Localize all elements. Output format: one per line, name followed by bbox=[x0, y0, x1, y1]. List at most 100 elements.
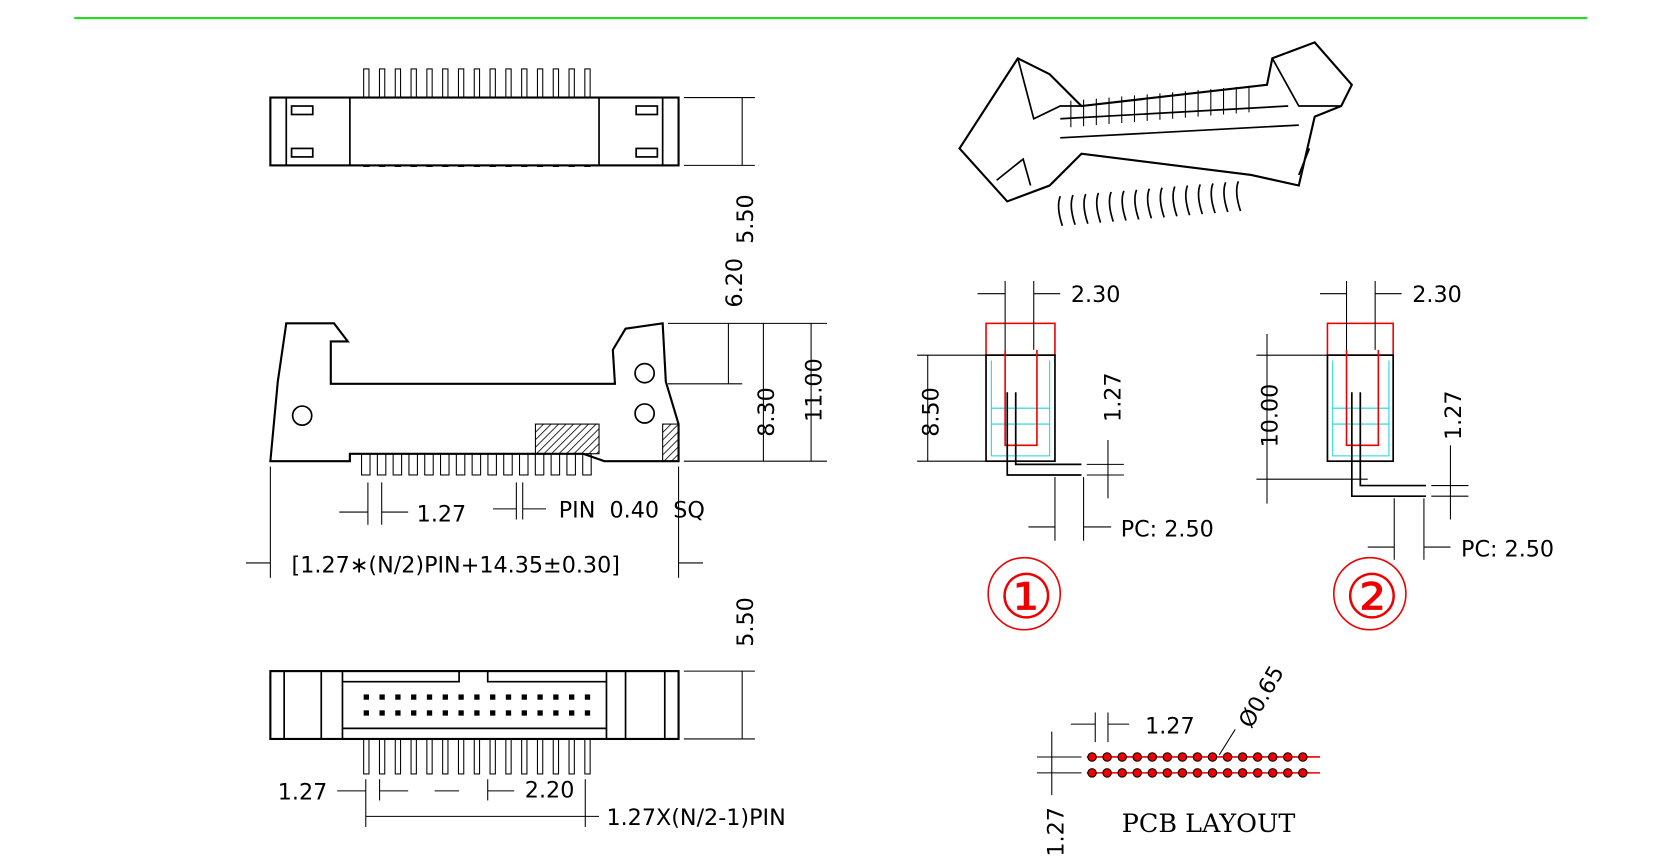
pcb-layout: 1.27 1.27 Ø0.65 PCB LAYOUT bbox=[1036, 661, 1321, 857]
iso-pin bbox=[1146, 188, 1153, 219]
pcb-pad bbox=[1283, 768, 1293, 778]
pcb-pad bbox=[1207, 752, 1218, 762]
side-view: 8.30 11.00 1.27 PIN 0.40 SQ [1.27∗(N/2)P… bbox=[245, 322, 828, 579]
pcb-pad bbox=[1102, 752, 1112, 762]
bottom-pin bbox=[489, 738, 496, 775]
pcb-pad bbox=[1147, 768, 1158, 778]
bottom-hole bbox=[490, 710, 496, 716]
side-pin bbox=[503, 453, 513, 476]
pcb-pad bbox=[1177, 768, 1188, 778]
bottom-pin bbox=[394, 738, 402, 775]
pcb-pitch-x: 1.27 bbox=[1145, 714, 1195, 740]
side-pins bbox=[361, 453, 592, 476]
iso-pin bbox=[1159, 187, 1165, 218]
pcb-pad bbox=[1117, 752, 1127, 762]
side-pin bbox=[518, 453, 529, 476]
bottom-hole bbox=[474, 710, 480, 716]
pcb-pad bbox=[1237, 768, 1248, 778]
bottom-hole bbox=[411, 710, 417, 716]
pcb-pad bbox=[1132, 768, 1143, 778]
pcb-pad bbox=[1177, 752, 1188, 762]
bottom-hole bbox=[395, 694, 401, 700]
detail-2: 2.30 10.00 1.27 PC: 2.50 ② bbox=[1256, 280, 1554, 632]
iso-pin bbox=[1083, 193, 1089, 224]
bottom-hole bbox=[474, 694, 480, 700]
bottom-hole bbox=[426, 694, 433, 700]
bottom-holes bbox=[363, 694, 591, 716]
bottom-hole bbox=[537, 710, 543, 716]
iso-pin bbox=[1235, 180, 1242, 212]
side-pin bbox=[487, 453, 497, 476]
bottom-hole bbox=[379, 694, 385, 700]
pcb-layout-title: PCB LAYOUT bbox=[1122, 808, 1296, 838]
pcb-pad bbox=[1267, 768, 1278, 778]
bottom-hole bbox=[521, 710, 527, 716]
bottom-hole bbox=[553, 694, 559, 700]
bottom-pin bbox=[568, 738, 575, 775]
side-pin bbox=[408, 453, 418, 476]
isometric-view bbox=[958, 41, 1354, 227]
d1-height: 8.50 bbox=[918, 387, 944, 437]
side-pin bbox=[376, 453, 387, 476]
dim-5-50-top: 5.50 bbox=[733, 194, 759, 244]
pcb-pad bbox=[1102, 768, 1112, 778]
iso-pin bbox=[1223, 182, 1229, 213]
pin-size-label: PIN 0.40 SQ bbox=[559, 497, 705, 523]
bottom-pin bbox=[457, 738, 465, 775]
pitch-1-27-side: 1.27 bbox=[417, 502, 467, 528]
pcb-pad bbox=[1147, 752, 1158, 762]
side-pin bbox=[471, 453, 482, 476]
pcb-pad bbox=[1252, 768, 1263, 778]
side-pin bbox=[550, 453, 561, 476]
pcb-hole-diameter: Ø0.65 bbox=[1234, 661, 1290, 732]
d2-pitch: 1.27 bbox=[1441, 390, 1467, 440]
side-pin bbox=[566, 453, 576, 476]
bottom-pin bbox=[378, 738, 386, 775]
pcb-pad bbox=[1192, 768, 1203, 778]
bottom-pin bbox=[536, 738, 544, 775]
side-pin bbox=[424, 453, 434, 476]
pitch-1-27-bottom: 1.27 bbox=[278, 779, 328, 805]
side-pin bbox=[392, 453, 403, 476]
iso-pin bbox=[1172, 186, 1178, 217]
bottom-view: 5.50 1.27 2.20 1.27X(N/2-1)PIN bbox=[269, 597, 786, 831]
bottom-hole bbox=[490, 694, 496, 700]
d1-pitch: 1.27 bbox=[1101, 372, 1127, 422]
bottom-hole bbox=[505, 694, 512, 700]
bottom-hole bbox=[584, 710, 591, 716]
pcb-pad bbox=[1162, 752, 1173, 762]
pcb-pad bbox=[1222, 752, 1233, 762]
dim-11-00: 11.00 bbox=[802, 358, 828, 422]
bottom-hole bbox=[458, 710, 464, 716]
bottom-hole bbox=[537, 694, 543, 700]
iso-pin bbox=[1108, 191, 1115, 222]
bottom-hole bbox=[363, 710, 369, 716]
side-pin bbox=[361, 453, 371, 476]
dim-5-50-bottom: 5.50 bbox=[733, 597, 759, 647]
d1-marker-digit: ① bbox=[999, 564, 1054, 632]
side-pin bbox=[455, 453, 466, 476]
dim-6-20: 6.20 bbox=[722, 258, 748, 308]
bottom-hole bbox=[426, 710, 433, 716]
bottom-pin bbox=[473, 738, 481, 775]
dim-8-30: 8.30 bbox=[754, 387, 780, 437]
bottom-hole bbox=[411, 694, 417, 700]
pcb-pad bbox=[1298, 752, 1308, 762]
bottom-hole bbox=[395, 710, 401, 716]
iso-pin bbox=[1121, 190, 1127, 221]
bottom-hole bbox=[363, 694, 369, 700]
iso-pin bbox=[1134, 189, 1140, 220]
bottom-hole bbox=[521, 694, 527, 700]
d1-width: 2.30 bbox=[1071, 282, 1121, 308]
pcb-pad bbox=[1283, 752, 1293, 762]
bottom-pin bbox=[426, 738, 433, 775]
pcb-pad bbox=[1298, 768, 1308, 778]
bottom-pin bbox=[442, 738, 449, 775]
side-pin bbox=[440, 453, 450, 476]
pcb-pad bbox=[1207, 768, 1218, 778]
iso-pins bbox=[1057, 85, 1250, 227]
side-pin bbox=[534, 453, 545, 476]
bottom-hole bbox=[458, 694, 464, 700]
bottom-hole bbox=[442, 694, 448, 700]
